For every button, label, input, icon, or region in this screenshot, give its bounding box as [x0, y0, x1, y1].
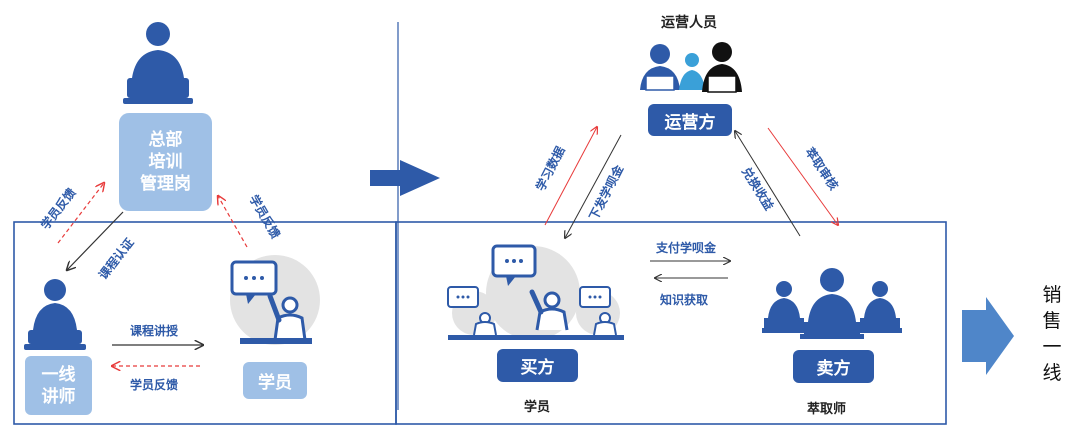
- arrow-feedback-up-left: [57, 183, 104, 244]
- arrow-extract-review: [767, 127, 838, 225]
- sales-char-2: 售: [1042, 310, 1062, 332]
- sales-line-text: 销 售 一 线: [1040, 282, 1064, 386]
- label-feedback-bottom: 学员反馈: [130, 378, 179, 392]
- hq-training-box: 总部 培训 管理岗: [119, 113, 212, 211]
- right-frame: [395, 221, 947, 425]
- student-box: 学员: [243, 362, 307, 399]
- ops-box: 运营方: [648, 104, 732, 136]
- sales-char-1: 销: [1042, 284, 1062, 306]
- ops-people-label: 运营人员: [661, 15, 717, 31]
- seller-extractors-icon: [762, 268, 902, 339]
- label-teach: 课程讲授: [130, 324, 179, 338]
- lecturer-person-icon: [24, 279, 86, 350]
- student-person-icon: [230, 255, 320, 345]
- arrow-course-cert: [67, 211, 124, 270]
- label-pay-coin: 支付学呗金: [656, 241, 717, 255]
- label-get-knowledge: 知识获取: [660, 293, 709, 307]
- transition-arrow: [370, 160, 440, 196]
- lecturer-box: 一线 讲师: [25, 356, 92, 415]
- seller-caption: 萃取师: [807, 402, 847, 417]
- sales-arrow: [962, 297, 1014, 375]
- ops-people-icon: [640, 42, 742, 93]
- arrow-feedback-up-right: [218, 196, 248, 248]
- buyer-box: 买方: [497, 349, 578, 382]
- buyer-caption: 学员: [524, 400, 551, 415]
- hq-person-icon: [123, 22, 193, 104]
- arrow-learning-data: [544, 127, 597, 226]
- sales-char-3: 一: [1042, 336, 1062, 358]
- sales-char-4: 线: [1042, 362, 1062, 384]
- arrow-issue-coin: [565, 134, 622, 238]
- arrow-redeem-income: [735, 131, 801, 237]
- buyer-students-icon: [447, 244, 624, 340]
- seller-box: 卖方: [793, 350, 874, 383]
